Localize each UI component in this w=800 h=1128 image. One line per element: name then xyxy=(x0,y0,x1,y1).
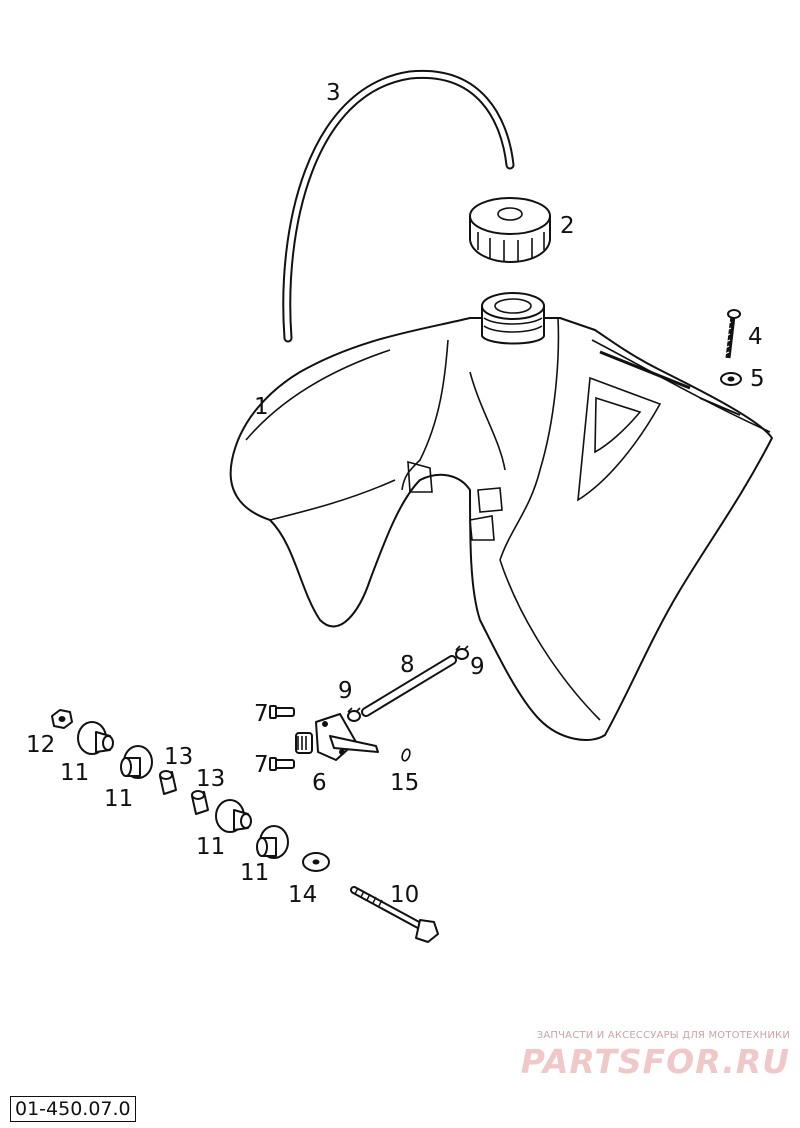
fuel-tap xyxy=(295,713,379,761)
callout-14: 14 xyxy=(288,882,317,908)
hose-clamp-right xyxy=(455,645,469,660)
callout-1: 1 xyxy=(254,394,269,420)
filler-cap xyxy=(469,197,551,263)
callout-13-a: 13 xyxy=(164,744,193,770)
washer-14 xyxy=(302,852,330,872)
tap-screw-lower xyxy=(269,757,295,771)
rubber-mount-b xyxy=(120,745,153,779)
callout-15: 15 xyxy=(390,770,419,796)
callout-11-d: 11 xyxy=(240,860,269,886)
callout-10: 10 xyxy=(390,882,419,908)
nut xyxy=(51,709,73,729)
breather-hose xyxy=(282,69,515,343)
callout-8: 8 xyxy=(400,652,415,678)
washer-5 xyxy=(720,372,742,386)
tap-screw-upper xyxy=(269,705,295,719)
rubber-mount-d xyxy=(256,825,289,859)
watermark-tagline: ЗАПЧАСТИ И АКСЕССУАРЫ ДЛЯ МОТОТЕХНИКИ xyxy=(536,1030,790,1041)
callout-6: 6 xyxy=(312,770,327,796)
fuel-tank xyxy=(229,292,773,741)
callout-11-a: 11 xyxy=(60,760,89,786)
fuel-hose xyxy=(361,655,457,717)
callout-9-right: 9 xyxy=(470,654,485,680)
callout-3: 3 xyxy=(326,80,341,106)
bushing-b xyxy=(191,790,209,815)
mounting-bolt xyxy=(350,886,439,943)
callout-4: 4 xyxy=(748,324,763,350)
callout-5: 5 xyxy=(750,366,765,392)
watermark-logo: PARTSFOR.RU xyxy=(520,1042,790,1081)
callout-11-b: 11 xyxy=(104,786,133,812)
screw-4 xyxy=(724,309,741,359)
callout-7-lower: 7 xyxy=(254,752,269,778)
rubber-mount-a xyxy=(77,721,114,755)
bushing-a xyxy=(159,770,177,795)
callout-12: 12 xyxy=(26,732,55,758)
o-ring xyxy=(401,748,411,762)
rubber-mount-c xyxy=(215,799,252,833)
drawing-number: 01-450.07.0 xyxy=(10,1096,136,1122)
callout-2: 2 xyxy=(560,213,575,239)
callout-7-upper: 7 xyxy=(254,701,269,727)
callout-11-c: 11 xyxy=(196,834,225,860)
hose-clamp-left xyxy=(347,707,361,722)
callout-13-b: 13 xyxy=(196,766,225,792)
callout-9-left: 9 xyxy=(338,678,353,704)
